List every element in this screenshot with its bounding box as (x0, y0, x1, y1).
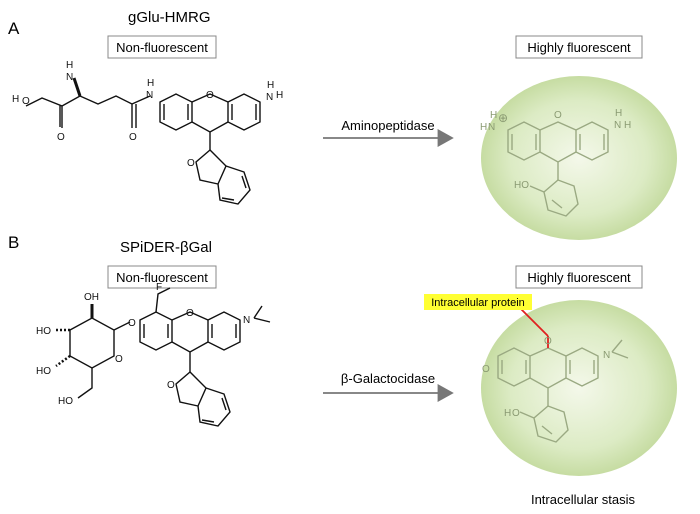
panel-a-product-atoms: N H H ⊕ O N H H HO (480, 108, 631, 191)
panel-a-product-structure (507, 121, 609, 217)
panel-b: B SPiDER-βGal Non-fluorescent Highly flu… (8, 233, 677, 507)
atom-label: N (614, 120, 621, 131)
panel-a-enzyme-label: Aminopeptidase (341, 118, 434, 133)
panel-a-substrate-atoms: H N H O O O N H O O N H H (12, 60, 283, 169)
atom-label: HO (58, 396, 73, 407)
atom-label: N (603, 350, 610, 361)
atom-label: F (156, 282, 162, 293)
atom-label: O (187, 158, 195, 169)
panel-b-protein-linkage-line (519, 307, 549, 337)
atom-label: N (66, 72, 73, 83)
panel-a-letter: A (8, 19, 20, 38)
atom-label: H (276, 90, 283, 101)
atom-label: H (504, 408, 511, 419)
atom-label: H (490, 110, 497, 121)
panel-b-before-label: Non-fluorescent (116, 270, 208, 285)
panel-a-before-label: Non-fluorescent (116, 40, 208, 55)
atom-label: O (115, 354, 123, 365)
atom-label: O (57, 132, 65, 143)
atom-label: O (167, 380, 175, 391)
panel-a-after-box (515, 35, 643, 59)
panel-b-probe-name: SPiDER-βGal (120, 239, 212, 256)
atom-label: O (482, 364, 490, 375)
atom-label: O (512, 408, 520, 419)
atom-label: H (615, 108, 622, 119)
atom-label: HO (36, 326, 51, 337)
panel-b-before-box (107, 265, 217, 289)
panel-b-substrate-atoms: F HO HO HO OH O O O O N (36, 282, 250, 407)
atom-label: H (267, 80, 274, 91)
panel-b-product-structure (497, 339, 629, 443)
atom-label: O (554, 110, 562, 121)
atom-label: H (480, 122, 487, 133)
panel-a: A gGlu-HMRG Non-fluorescent Highly fluor… (8, 9, 677, 240)
atom-label: HO (36, 366, 51, 377)
panel-a-substrate-structure (25, 77, 261, 205)
panel-b-product-atoms: O O N H O (482, 336, 610, 419)
atom-label: H (66, 60, 73, 71)
panel-b-after-label: Highly fluorescent (527, 270, 631, 285)
atom-label: O (22, 96, 30, 107)
panel-a-before-box (107, 35, 217, 59)
atom-label: O (186, 308, 194, 319)
panel-a-probe-name: gGlu-HMRG (128, 9, 211, 26)
atom-label: H (147, 78, 154, 89)
atom-label: N (266, 92, 273, 103)
panel-a-after-label: Highly fluorescent (527, 40, 631, 55)
atom-label: O (128, 318, 136, 329)
panel-b-caption: Intracellular stasis (531, 492, 636, 507)
atom-label: H (12, 94, 19, 105)
panel-b-enzyme-label: β-Galactocidase (341, 371, 435, 386)
atom-label: O (544, 336, 552, 347)
panel-b-protein-label: Intracellular protein (431, 297, 525, 309)
atom-label: ⊕ (498, 111, 508, 125)
atom-label: H (624, 120, 631, 131)
atom-label: O (206, 90, 214, 101)
panel-b-substrate-structure (55, 287, 271, 427)
atom-label: N (146, 90, 153, 101)
atom-label: N (488, 122, 495, 133)
panel-b-after-box (515, 265, 643, 289)
atom-label: N (243, 315, 250, 326)
panel-b-fluorescence-glow (481, 300, 677, 476)
panel-b-protein-highlight (424, 294, 532, 310)
panel-b-letter: B (8, 233, 19, 252)
atom-label: O (129, 132, 137, 143)
atom-label: OH (84, 292, 99, 303)
panel-a-fluorescence-glow (481, 76, 677, 240)
atom-label: HO (514, 180, 529, 191)
